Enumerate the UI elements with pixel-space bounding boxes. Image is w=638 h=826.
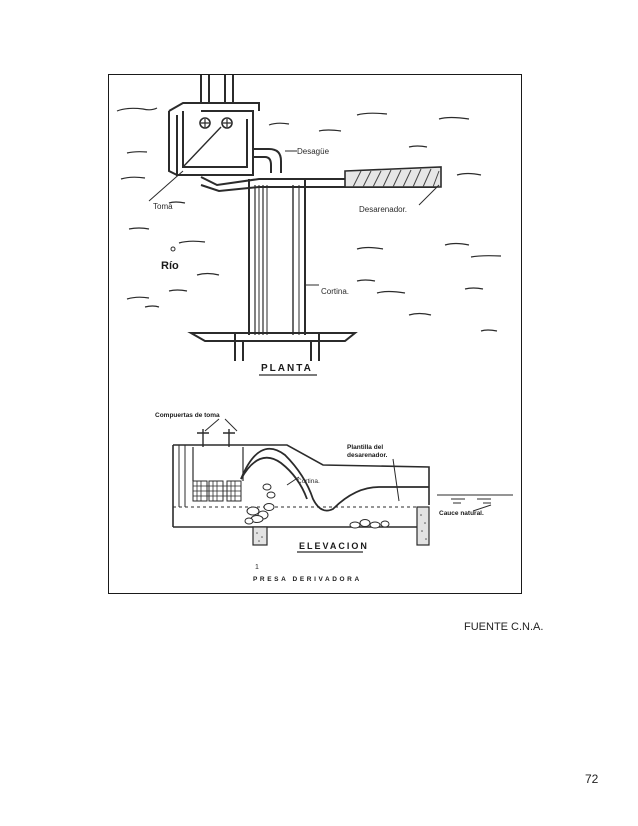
float-marker — [170, 246, 176, 252]
label-desarenador: Desarenador. — [359, 205, 407, 214]
spillway-profile — [240, 447, 429, 512]
planta-title: PLANTA — [261, 363, 313, 374]
planta-abutment — [187, 332, 358, 361]
label-desague: Desagüe — [297, 147, 330, 156]
intake-wells — [192, 447, 244, 502]
planta-leaders — [148, 150, 440, 286]
cortina-band — [248, 179, 306, 335]
caption-mark: 1 — [255, 564, 259, 571]
planta-view: Toma Desagüe Desarenador. Río Cortina. P… — [116, 75, 502, 376]
water-surface-lines — [437, 494, 513, 504]
label-plantilla: Plantilla del — [347, 444, 383, 451]
figure-frame: Toma Desagüe Desarenador. Río Cortina. P… — [108, 74, 522, 594]
label-rio: Río — [161, 260, 179, 272]
elevacion-title: ELEVACION — [299, 541, 369, 551]
label-toma: Toma — [153, 202, 173, 211]
label-compuertas: Compuertas de toma — [155, 412, 220, 419]
page-number: 72 — [585, 772, 599, 786]
presa-derivadora-diagram: Toma Desagüe Desarenador. Río Cortina. P… — [116, 75, 513, 583]
elevacion-leaders — [286, 458, 492, 512]
river-ripples — [116, 107, 502, 332]
elevacion-structure — [172, 444, 430, 528]
elevacion-view: Compuertas de toma — [155, 412, 513, 583]
label-cortina: Cortina. — [321, 287, 349, 296]
label-desarenador-elev: desarenador. — [347, 452, 388, 459]
label-cortina-elev: Cortina. — [297, 478, 320, 485]
toma-structure — [168, 75, 260, 176]
source-caption: FUENTE C.N.A. — [464, 621, 544, 633]
label-cauce: Cauce natural. — [439, 510, 484, 517]
compuertas-leaders — [204, 418, 238, 432]
desarenador-channel — [344, 166, 442, 188]
rubble-stones — [244, 483, 390, 529]
gate-valve-icons — [199, 117, 233, 129]
gate-wheel-icons — [197, 429, 235, 447]
figure-caption: PRESA DERIVADORA — [253, 576, 362, 583]
foundations — [252, 506, 430, 546]
